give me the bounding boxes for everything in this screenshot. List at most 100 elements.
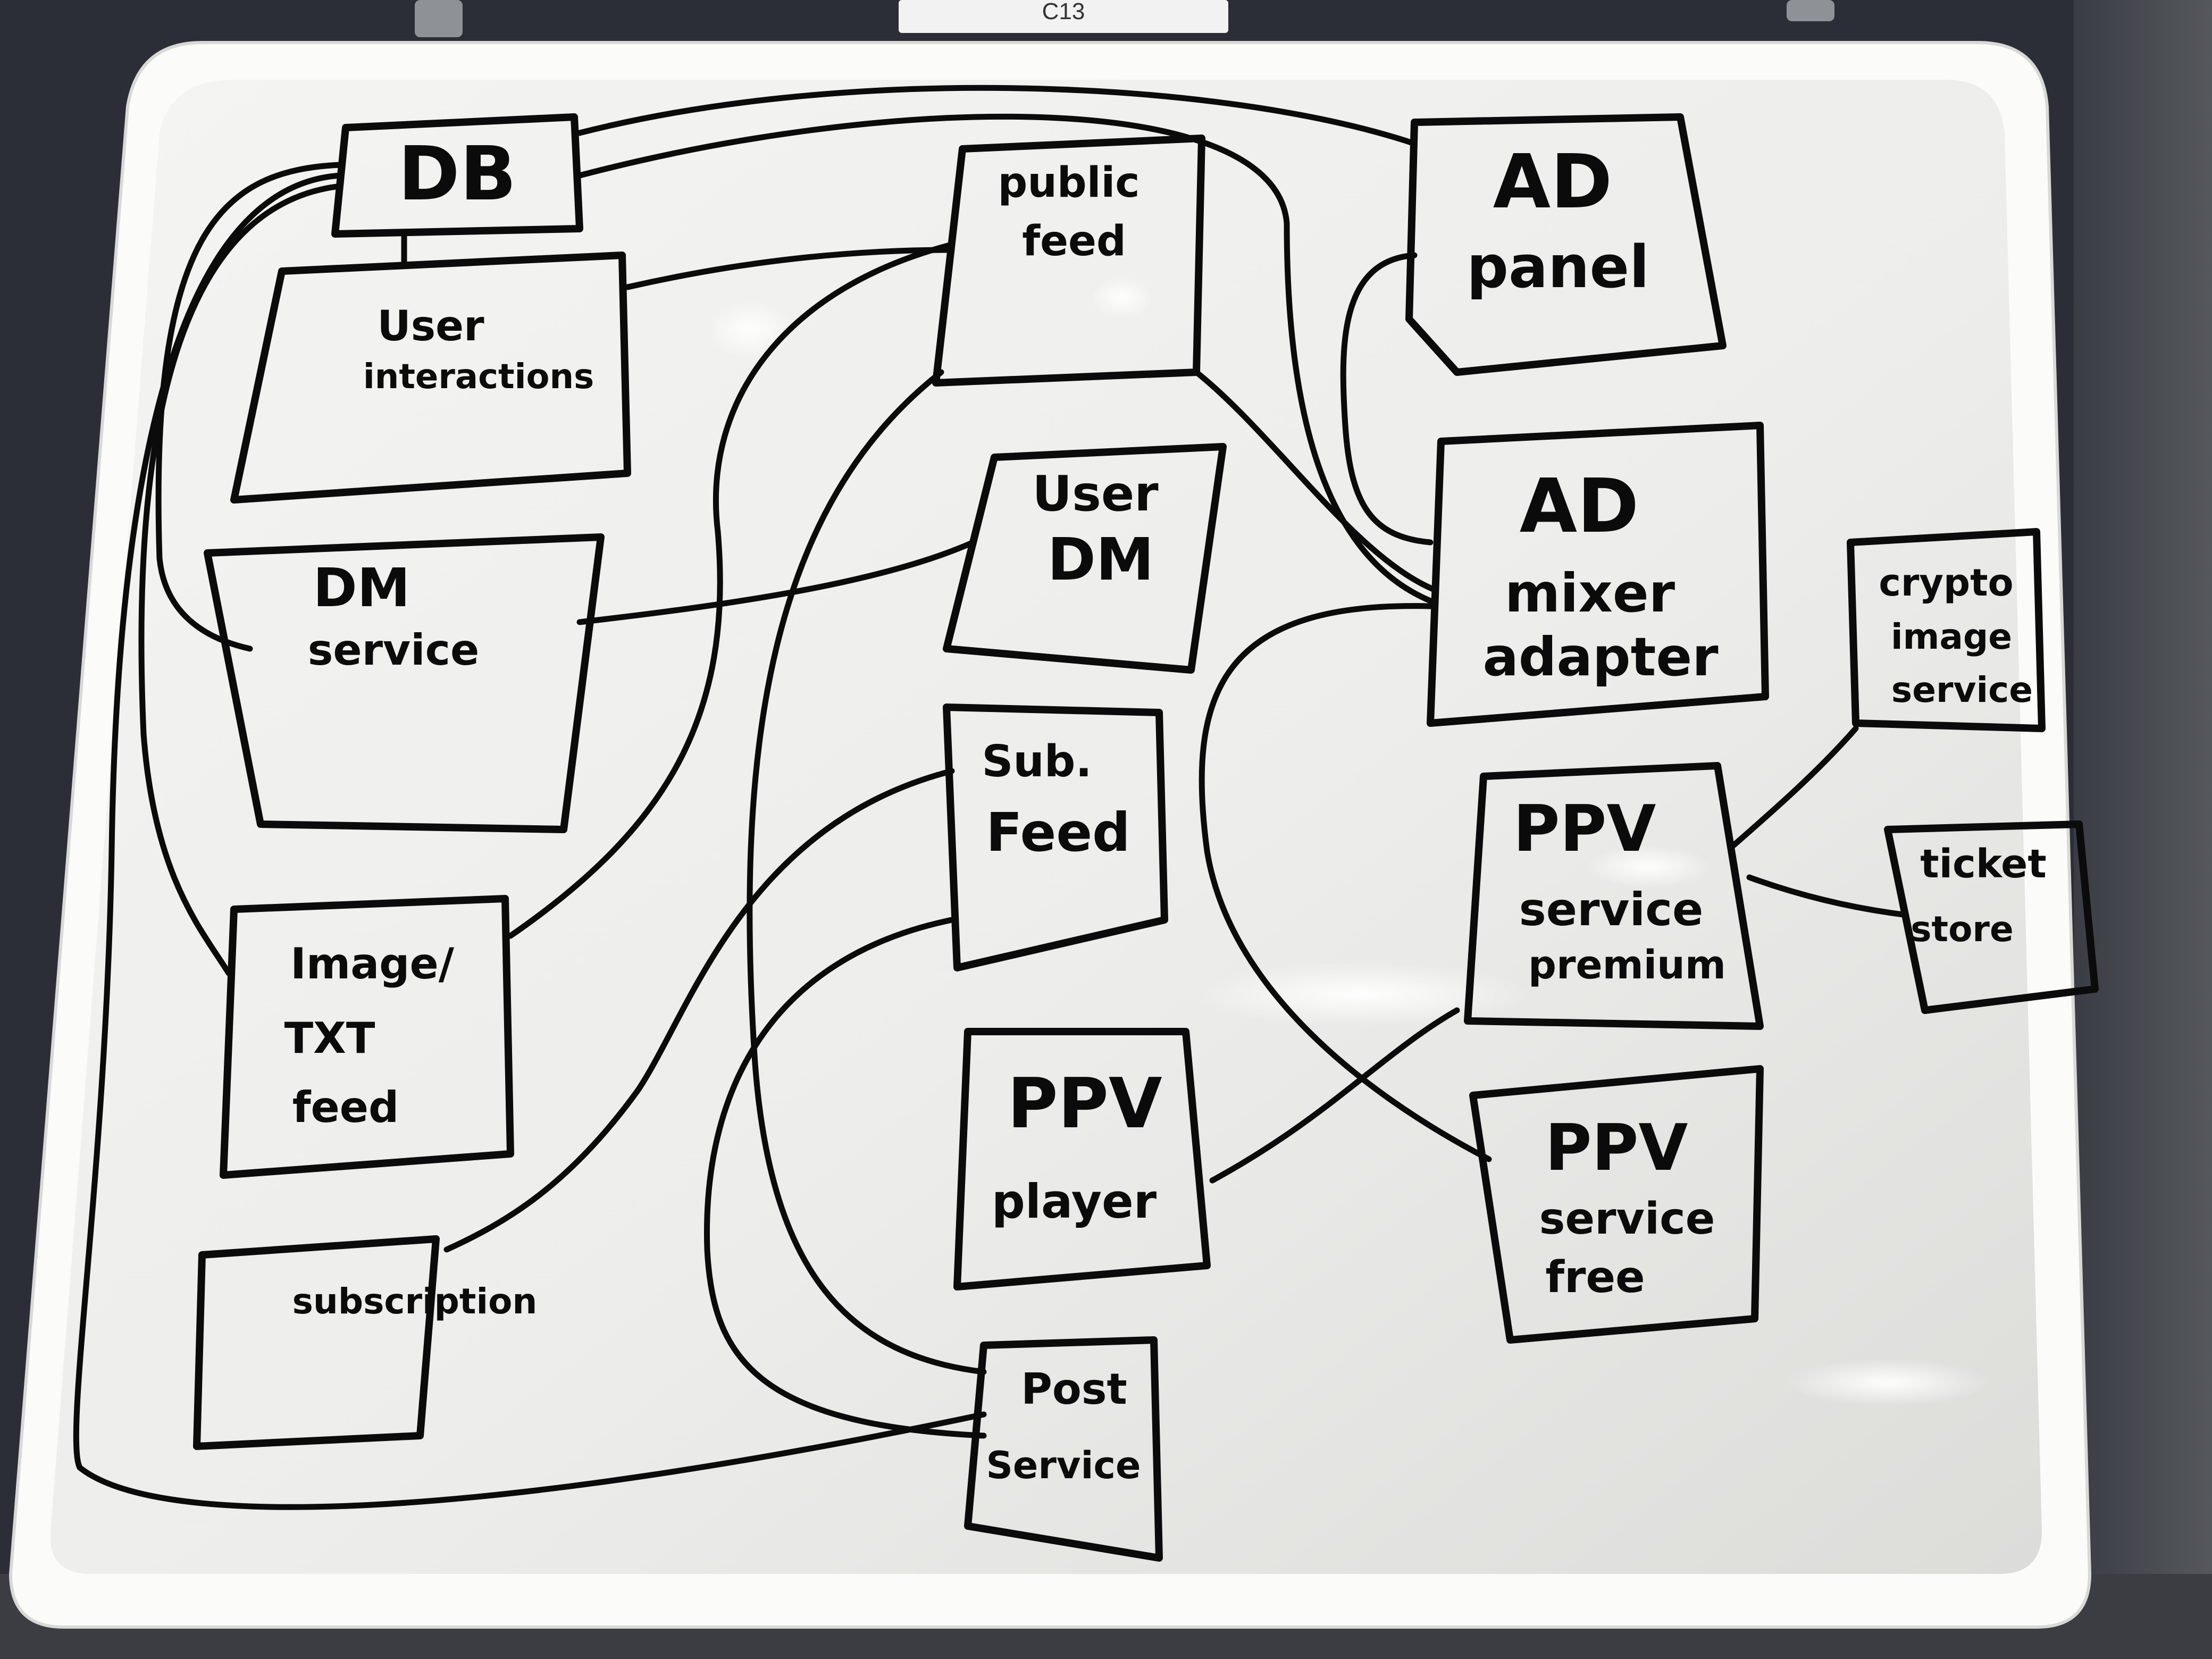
whiteboard-surface (50, 80, 2042, 1574)
svg-text:service: service (308, 625, 480, 675)
svg-text:DM: DM (313, 557, 410, 619)
edge-public-post (747, 369, 987, 1375)
connectors (73, 85, 1907, 1510)
glare (707, 300, 792, 359)
ppv-free-label-3: free (1545, 1252, 1645, 1303)
fabric-edge (2074, 0, 2212, 1659)
svg-text:subscription: subscription (292, 1281, 538, 1322)
ppv-player-label-1: PPV (1007, 1063, 1162, 1144)
box-user-interactions (230, 252, 631, 504)
box-sub-feed (943, 703, 1168, 971)
svg-text:interactions: interactions (363, 357, 594, 397)
box-ppv-service-premium (1464, 762, 1764, 1030)
edge-premium-ticket (1746, 874, 1907, 918)
db-label: DB (398, 131, 517, 217)
edge-premium-crypto (1730, 725, 1859, 849)
ad-mixer-label-3: adapter (1482, 626, 1719, 688)
svg-text:AD: AD (1493, 139, 1613, 225)
glare (1090, 276, 1154, 319)
svg-text:User: User (377, 303, 484, 350)
user-interactions-label-2: interactions (363, 357, 594, 397)
svg-text:PPV: PPV (1007, 1063, 1162, 1144)
post-service-label-1: Post (1021, 1364, 1127, 1414)
ppv-free-label-2: service (1539, 1194, 1715, 1244)
svg-text:feed: feed (292, 1083, 399, 1132)
box-db (331, 113, 583, 238)
svg-text:premium: premium (1528, 942, 1726, 988)
glare (1585, 845, 1712, 888)
ppv-free-label-1: PPV (1545, 1111, 1688, 1185)
ppv-premium-label-1: PPV (1513, 792, 1656, 866)
box-public-feed (932, 135, 1205, 387)
edge-db-ad-panel (576, 85, 1418, 147)
svg-text:DB: DB (398, 131, 517, 217)
box-ppv-player (953, 1028, 1211, 1291)
svg-text:service: service (1539, 1194, 1715, 1244)
box-ad-panel (1405, 113, 1727, 376)
ticket-store-label-2: store (1911, 909, 2014, 950)
public-feed-label-2: feed (1022, 217, 1126, 265)
svg-text:Sub.: Sub. (982, 736, 1092, 787)
svg-text:DM: DM (1048, 525, 1154, 593)
svg-text:crypto: crypto (1879, 561, 2013, 605)
dm-service-label-1: DM (313, 557, 410, 619)
image-txt-feed-label-1: Image/ (290, 939, 455, 988)
box-dm-service (204, 533, 605, 833)
ad-mixer-label-2: mixer (1505, 562, 1675, 624)
glare (1191, 962, 1531, 1026)
svg-text:service: service (1519, 883, 1704, 936)
svg-text:Post: Post (1021, 1364, 1127, 1414)
svg-text:Feed: Feed (986, 801, 1130, 864)
sub-feed-label-1: Sub. (982, 736, 1092, 787)
edge-db-image-feed (138, 183, 343, 976)
box-crypto-image-service (1847, 528, 2046, 732)
glare (1787, 1359, 1989, 1406)
box-ppv-service-free (1469, 1065, 1764, 1344)
svg-text:mixer: mixer (1505, 562, 1675, 624)
box-user-dm (943, 443, 1227, 674)
ad-panel-label-1: AD (1493, 139, 1613, 225)
svg-text:free: free (1545, 1252, 1645, 1303)
edge-db-post-service (73, 172, 987, 1510)
public-feed-label-1: public (998, 159, 1140, 207)
svg-text:public: public (998, 159, 1140, 207)
svg-text:service: service (1891, 669, 2033, 710)
binder-clip-left (415, 0, 463, 37)
edge-interactions-public (624, 247, 955, 290)
image-txt-feed-label-2: TXT (284, 1013, 375, 1063)
crypto-image-label-3: service (1891, 669, 2033, 710)
edge-public-admixer (1193, 369, 1439, 593)
box-ad-mixer-adapter (1427, 422, 1769, 727)
edge-image-userdm (507, 241, 955, 939)
svg-text:AD: AD (1520, 463, 1639, 550)
svg-text:panel: panel (1467, 233, 1649, 301)
edge-subfeed-post (703, 917, 987, 1439)
svg-text:PPV: PPV (1545, 1111, 1688, 1185)
box-image-txt-feed (220, 895, 514, 1179)
board-tag-label: C13 (1042, 0, 1085, 24)
svg-text:ticket: ticket (1920, 841, 2046, 887)
ppv-premium-label-3: premium (1528, 942, 1726, 988)
svg-text:player: player (992, 1174, 1157, 1229)
node-labels: DB User interactions DM service Image/ T… (284, 131, 2047, 1487)
node-boxes (193, 113, 2099, 1562)
edge-player-premium (1209, 1007, 1460, 1184)
edge-admixer-ppvfree (1199, 603, 1492, 1162)
dm-service-label-2: service (308, 625, 480, 675)
ppv-player-label-2: player (992, 1174, 1157, 1229)
binder-clip-right (1787, 0, 1834, 21)
ad-panel-label-2: panel (1467, 233, 1649, 301)
user-dm-label-1: User (1032, 465, 1159, 522)
user-dm-label-2: DM (1048, 525, 1154, 593)
ad-mixer-label-1: AD (1520, 463, 1639, 550)
svg-text:feed: feed (1022, 217, 1126, 265)
box-post-service (964, 1336, 1163, 1562)
post-service-label-2: Service (986, 1444, 1141, 1487)
svg-text:image: image (1891, 616, 2012, 657)
crypto-image-label-2: image (1891, 616, 2012, 657)
svg-text:adapter: adapter (1482, 626, 1719, 688)
board-tag (899, 0, 1228, 33)
svg-text:TXT: TXT (284, 1013, 375, 1063)
